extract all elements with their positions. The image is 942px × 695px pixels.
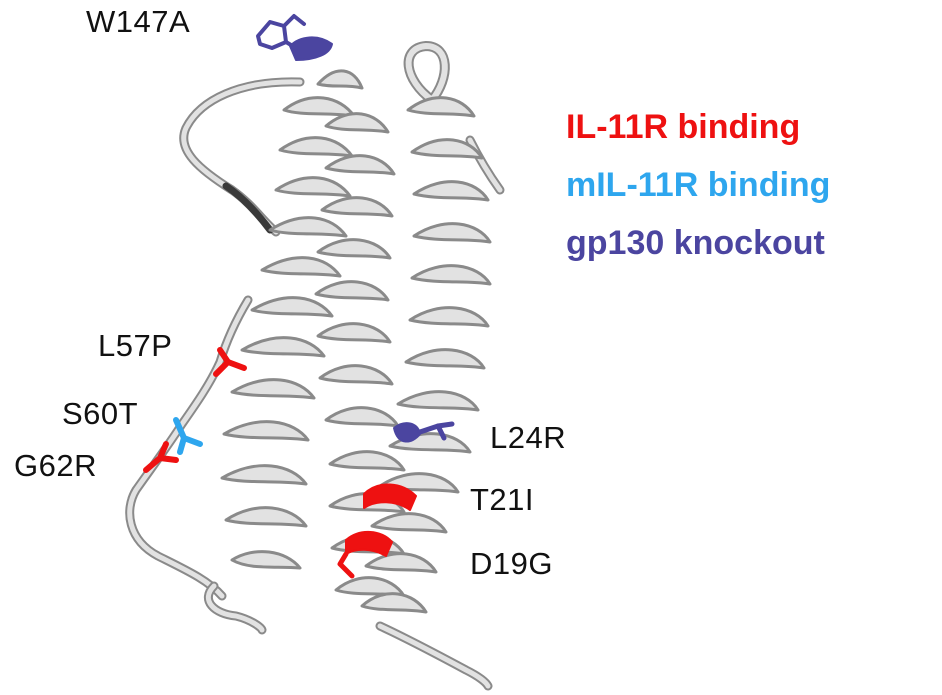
helices: [220, 69, 492, 614]
legend-item-mil11r: mIL-11R binding: [566, 166, 831, 204]
w147a-residue: [256, 14, 333, 61]
d19g-residue: [337, 531, 393, 579]
g62r-residue: [143, 441, 179, 473]
helix-a: [220, 96, 356, 570]
l57p-residue: [213, 347, 247, 377]
label-d19g: D19G: [470, 546, 553, 581]
l24r-residue: [393, 421, 455, 443]
s60t-residue: [173, 417, 203, 455]
legend-item-gp130: gp130 knockout: [566, 224, 825, 262]
label-w147a: W147A: [86, 4, 191, 39]
bottom-tail-core: [377, 623, 491, 689]
top-left-loop: [179, 77, 305, 237]
top-right-loop-core: [405, 43, 448, 103]
helix-c: [360, 96, 492, 614]
bottom-left-tail-core: [205, 583, 265, 633]
label-s60t: S60T: [62, 396, 139, 431]
legend-item-il11r: IL-11R binding: [566, 108, 801, 146]
t21i-residue: [363, 483, 417, 511]
label-t21i: T21I: [470, 482, 535, 517]
label-l24r: L24R: [490, 420, 567, 455]
label-l57p: L57P: [98, 328, 173, 363]
mutation-residues: [143, 14, 455, 579]
right-connector-core: [467, 137, 503, 193]
dark-loop-segment: [222, 182, 274, 234]
label-g62r: G62R: [14, 448, 97, 483]
